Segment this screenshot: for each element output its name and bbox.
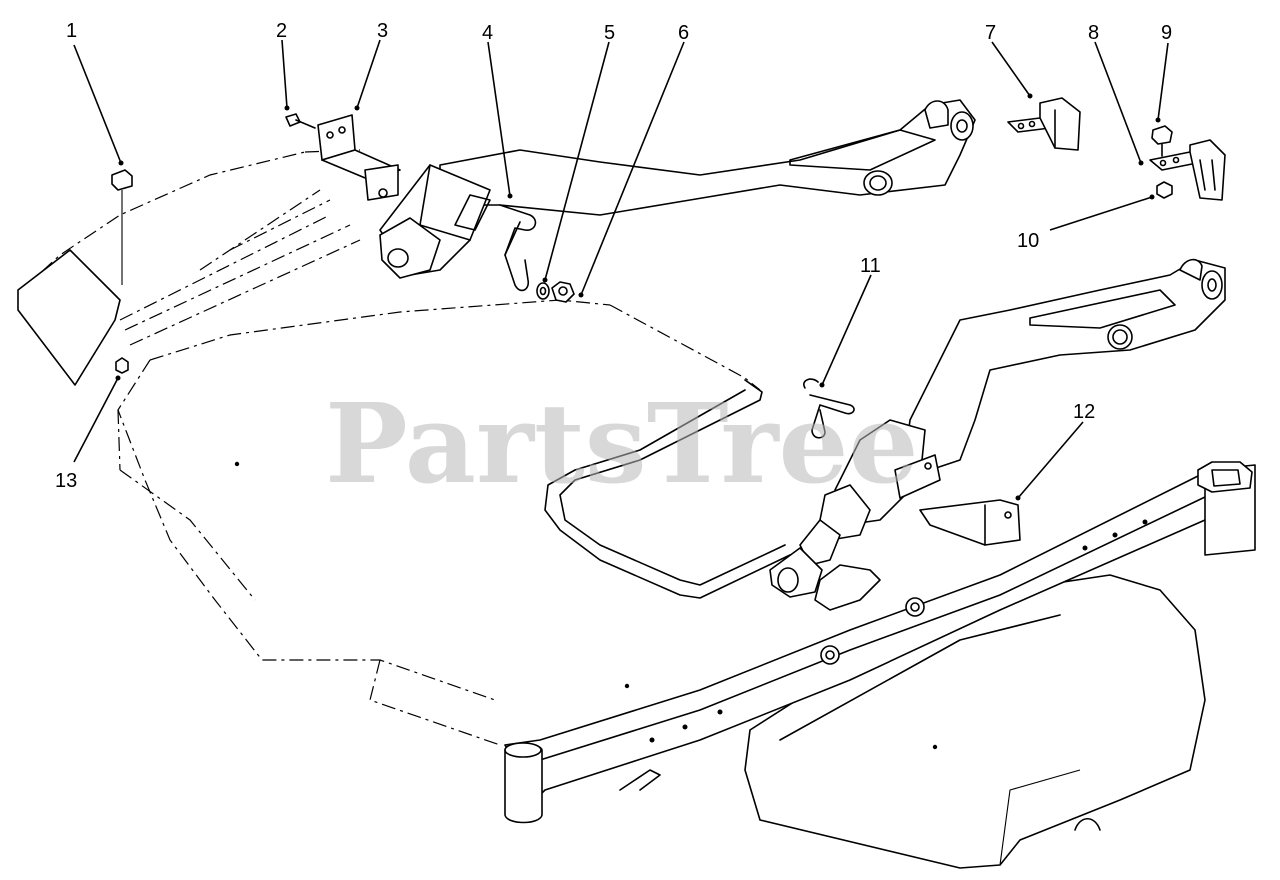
callout-2: 2 xyxy=(276,20,287,42)
callout-7: 7 xyxy=(985,22,996,44)
part-6-nut xyxy=(551,281,575,303)
callout-12: 12 xyxy=(1073,401,1095,423)
watermark: PartsTree xyxy=(325,379,919,508)
front-frame-tube xyxy=(504,461,1256,824)
part-10-nut xyxy=(1156,181,1173,199)
part-3-bracket xyxy=(317,114,401,201)
hardware-parts xyxy=(111,97,1226,546)
callout-1: 1 xyxy=(66,20,77,42)
part-1-bolt xyxy=(111,169,133,370)
callout-6: 6 xyxy=(678,22,689,44)
callout-labels: 1 2 3 4 5 6 7 8 9 10 11 12 13 xyxy=(55,20,1172,492)
callout-leaders xyxy=(73,39,1169,501)
part-12-bracket xyxy=(894,454,1021,546)
callout-5: 5 xyxy=(604,22,615,44)
part-13-nut xyxy=(115,357,129,374)
part-11-hairpin xyxy=(803,378,855,439)
deck-baffle xyxy=(544,379,791,599)
part-7-bracket xyxy=(1007,97,1081,151)
left-lift-arm xyxy=(379,99,976,279)
callout-8: 8 xyxy=(1088,22,1099,44)
callout-9: 9 xyxy=(1161,22,1172,44)
part-9-bolt xyxy=(1151,125,1173,157)
callout-10: 10 xyxy=(1017,230,1039,252)
callout-4: 4 xyxy=(482,22,493,44)
callout-13: 13 xyxy=(55,470,77,492)
part-2-bolt xyxy=(285,113,316,129)
part-8-bracket xyxy=(1149,139,1226,201)
callout-3: 3 xyxy=(377,20,388,42)
callout-11: 11 xyxy=(860,255,881,277)
part-4-hairpin xyxy=(499,204,537,292)
